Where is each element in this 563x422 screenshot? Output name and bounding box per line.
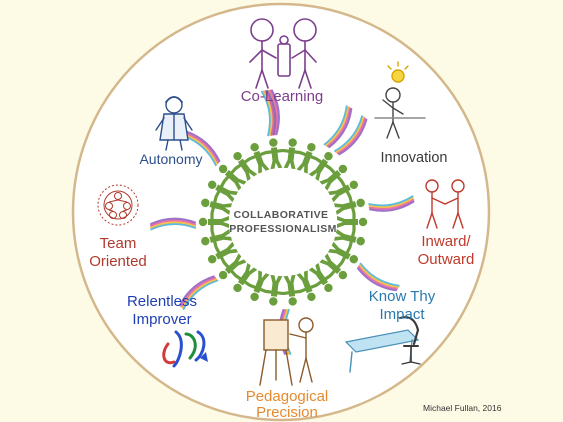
- node-label-relentless-line2: Improver: [132, 311, 191, 328]
- connector-wave-strand: [336, 117, 366, 155]
- ring-person: [264, 274, 284, 306]
- node-label-autonomy: Autonomy: [139, 151, 202, 167]
- connector-wave-strand: [181, 278, 218, 309]
- node-label-pedagogical-line2: Precision: [256, 404, 318, 421]
- center-title-line2: PROFESSIONALISM: [229, 223, 337, 235]
- node-label-inward-outward-line2: Outward: [418, 251, 475, 268]
- teacher-easel-icon: [259, 317, 314, 386]
- outer-circle: [71, 2, 491, 422]
- connector-wave-strand: [180, 276, 216, 308]
- node-label-relentless-line1: Relentless: [127, 293, 197, 310]
- connector-wave-strand: [179, 275, 215, 306]
- node-label-team-line1: Team: [100, 235, 137, 252]
- ring-person: [208, 180, 239, 203]
- center-title-line1: COLLABORATIVE: [234, 209, 329, 221]
- connector-wave-strand: [357, 265, 398, 290]
- ring-person: [248, 143, 270, 174]
- ring-person: [282, 274, 302, 306]
- ring-person: [282, 138, 302, 170]
- ring-person: [248, 270, 270, 301]
- connector-wave-strand: [150, 217, 196, 225]
- connector-wave-strand: [185, 130, 221, 163]
- connector-wave-strand: [150, 219, 196, 227]
- arrows-loop-icon: [162, 330, 208, 368]
- ring-person: [308, 263, 333, 293]
- connector-wave-strand: [270, 89, 280, 136]
- connector-wave-strand: [369, 200, 415, 212]
- lightbulb-thinker-icon: [374, 61, 426, 139]
- node-label-pedagogical-line1: Pedagogical: [246, 388, 329, 405]
- connector-wave-strand: [262, 90, 273, 136]
- ring-person: [327, 241, 358, 264]
- connector-wave-strand: [264, 90, 275, 136]
- ring-person: [218, 253, 247, 280]
- ring-person: [337, 212, 368, 232]
- ring-person: [198, 212, 229, 232]
- ring-person: [319, 164, 348, 191]
- ring-person: [201, 195, 232, 215]
- two-people-talking-icon: [249, 18, 317, 89]
- connector-wave-strand: [323, 105, 348, 146]
- ring-person: [334, 195, 365, 215]
- scientist-icon: [155, 96, 193, 151]
- connector-wave-strand: [338, 118, 368, 156]
- connector-wave-strand: [368, 195, 414, 207]
- ring-person: [264, 138, 284, 170]
- node-label-know-thy-impact-line2: Impact: [379, 306, 425, 323]
- node-label-co-learning: Co-Learning: [241, 88, 324, 105]
- people-ring: [198, 138, 368, 306]
- center-title: COLLABORATIVE PROFESSIONALISM: [229, 209, 337, 235]
- node-label-inward-outward-line1: Inward/: [421, 233, 471, 250]
- connector-wave-strand: [358, 264, 399, 289]
- connector-wave-strand: [368, 199, 415, 210]
- team-network-icon: [97, 184, 139, 226]
- ring-person: [334, 229, 365, 249]
- connector-wave-strand: [261, 90, 271, 137]
- ring-person: [233, 263, 258, 293]
- ring-person: [327, 180, 358, 203]
- connector-wave-strand: [325, 106, 350, 147]
- handshake-icon: [425, 179, 465, 229]
- connector-wave-strand: [150, 221, 197, 229]
- connector-wave-strand: [335, 116, 365, 154]
- node-label-team-line2: Oriented: [89, 253, 147, 270]
- connector-wave-strand: [266, 89, 277, 136]
- connector-wave-strand: [326, 107, 351, 148]
- connector-wave-strand: [368, 197, 414, 209]
- credit-text: Michael Fullan, 2016: [423, 403, 502, 413]
- node-label-innovation: Innovation: [381, 150, 448, 166]
- connector-wave-strand: [269, 89, 279, 136]
- connector-wave-strand: [182, 279, 219, 310]
- ring-person: [296, 270, 318, 301]
- node-label-know-thy-impact-line1: Know Thy: [369, 288, 436, 305]
- connector-wave-strand: [328, 108, 353, 149]
- connector-wave-strand: [184, 132, 220, 164]
- ring-person: [308, 151, 333, 181]
- connector-wave-strand: [359, 262, 400, 287]
- ring-person: [319, 253, 348, 280]
- ring-person: [201, 229, 232, 249]
- connector-wave-strand: [334, 115, 364, 152]
- ring-person: [296, 143, 318, 174]
- connector-wave-strand: [356, 267, 397, 292]
- desk-chair-icon: [344, 316, 421, 373]
- ring-person: [233, 151, 258, 181]
- ring-person: [208, 241, 239, 264]
- connector-wave-strand: [150, 223, 197, 231]
- ring-person: [218, 164, 247, 191]
